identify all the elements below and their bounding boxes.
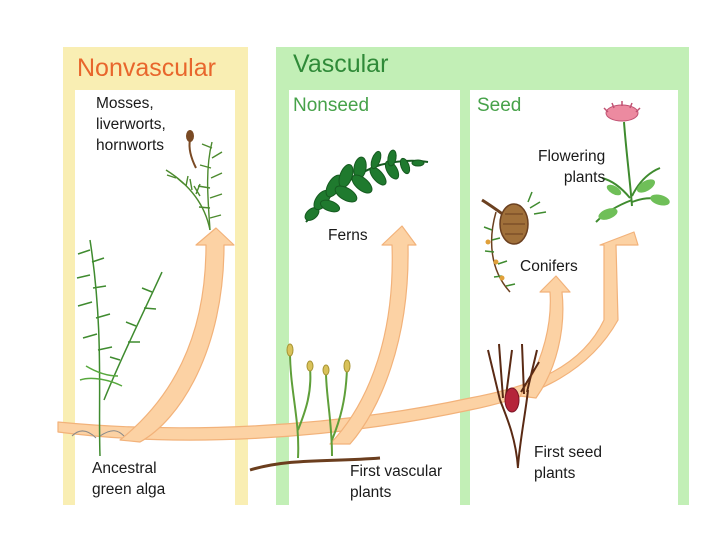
- nonvascular-heading: Nonvascular: [77, 56, 216, 81]
- first-vascular-label-line: plants: [350, 482, 442, 503]
- mosses-label-line: Mosses,: [96, 93, 166, 114]
- ancestral-alga-label: Ancestral green alga: [92, 458, 165, 500]
- flowering-label-line: Flowering: [538, 146, 605, 167]
- seed-heading: Seed: [477, 96, 521, 115]
- first-seed-label-line: First seed: [534, 442, 602, 463]
- vascular-heading: Vascular: [293, 52, 388, 77]
- ferns-label: Ferns: [328, 225, 368, 246]
- first-seed-plants-label: First seed plants: [534, 442, 602, 484]
- alga-label-line: green alga: [92, 479, 165, 500]
- mosses-label: Mosses, liverworts, hornworts: [96, 93, 166, 156]
- conifers-label: Conifers: [520, 256, 578, 277]
- first-seed-illustration: [488, 344, 539, 468]
- nonseed-heading: Nonseed: [293, 96, 369, 115]
- flowering-label-line: plants: [538, 167, 605, 188]
- mosses-label-line: liverworts,: [96, 114, 166, 135]
- fern-illustration: [303, 149, 428, 223]
- first-vascular-plants-label: First vascular plants: [350, 461, 442, 503]
- first-seed-label-line: plants: [534, 463, 602, 484]
- moss-illustration: [166, 130, 222, 230]
- first-vascular-label-line: First vascular: [350, 461, 442, 482]
- moss-branch-arrow: [120, 228, 234, 442]
- flowering-illustration: [596, 101, 671, 222]
- conifer-illustration: [482, 192, 546, 292]
- mosses-label-line: hornworts: [96, 135, 166, 156]
- flowering-plants-label: Flowering plants: [538, 146, 605, 188]
- alga-label-line: Ancestral: [92, 458, 165, 479]
